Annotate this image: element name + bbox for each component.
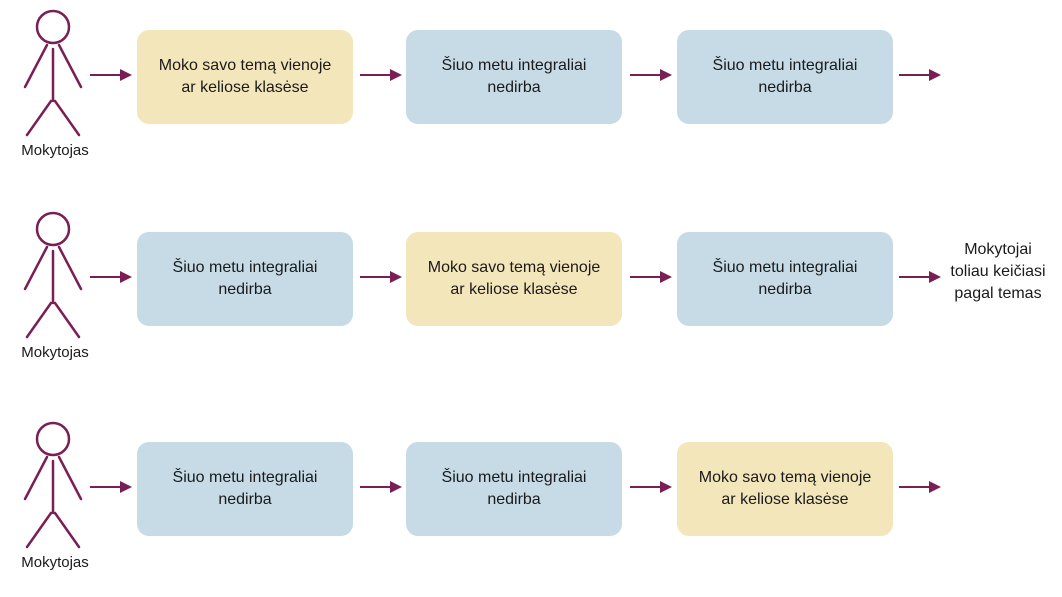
box-text-line: Šiuo metu integraliai bbox=[441, 469, 587, 486]
stick-figure-icon bbox=[23, 421, 83, 549]
arrow-icon bbox=[630, 271, 672, 283]
flow-box-idle: Šiuo metu integraliai nedirba bbox=[137, 442, 353, 536]
box-text-line: nedirba bbox=[758, 79, 812, 96]
box-text-line: Šiuo metu integraliai bbox=[172, 469, 318, 486]
box-text-line: nedirba bbox=[218, 281, 272, 298]
arrow-icon bbox=[360, 69, 402, 81]
box-text-line: Šiuo metu integraliai bbox=[441, 57, 587, 74]
box-text-line: nedirba bbox=[487, 79, 541, 96]
note-line: toliau keičiasi bbox=[950, 263, 1046, 280]
box-text-line: ar keliose klasėse bbox=[721, 491, 849, 508]
flow-box-active: Moko savo temą vienoje ar keliose klasės… bbox=[677, 442, 893, 536]
row-2: Mokytojas Šiuo metu integraliai nedirba … bbox=[0, 207, 1062, 387]
arrow-icon bbox=[899, 69, 941, 81]
flow-box-idle: Šiuo metu integraliai nedirba bbox=[406, 442, 622, 536]
row-1: Mokytojas Moko savo temą vienoje ar keli… bbox=[0, 5, 1062, 185]
arrow-icon bbox=[630, 69, 672, 81]
row-3: Mokytojas Šiuo metu integraliai nedirba … bbox=[0, 417, 1062, 597]
arrow-icon bbox=[630, 481, 672, 493]
flow-box-idle: Šiuo metu integraliai nedirba bbox=[137, 232, 353, 326]
arrow-icon bbox=[90, 69, 132, 81]
box-text-line: nedirba bbox=[218, 491, 272, 508]
box-text-line: Šiuo metu integraliai bbox=[172, 259, 318, 276]
box-text-line: nedirba bbox=[487, 491, 541, 508]
box-text-line: ar keliose klasėse bbox=[450, 281, 578, 298]
box-text-line: ar keliose klasėse bbox=[181, 79, 309, 96]
actor-label: Mokytojas bbox=[21, 344, 89, 361]
flow-box-active: Moko savo temą vienoje ar keliose klasės… bbox=[406, 232, 622, 326]
box-text-line: Moko savo temą vienoje bbox=[158, 57, 332, 74]
flow-box-active: Moko savo temą vienoje ar keliose klasės… bbox=[137, 30, 353, 124]
box-text-line: Moko savo temą vienoje bbox=[698, 469, 872, 486]
flow-box-idle: Šiuo metu integraliai nedirba bbox=[677, 30, 893, 124]
note-line: pagal temas bbox=[954, 285, 1042, 302]
arrow-icon bbox=[90, 271, 132, 283]
flow-box-idle: Šiuo metu integraliai nedirba bbox=[406, 30, 622, 124]
actor-label: Mokytojas bbox=[21, 142, 89, 159]
arrow-icon bbox=[360, 481, 402, 493]
stick-figure-icon bbox=[23, 9, 83, 137]
continuation-note: Mokytojai toliau keičiasi pagal temas bbox=[938, 239, 1058, 305]
box-text-line: nedirba bbox=[758, 281, 812, 298]
box-text-line: Šiuo metu integraliai bbox=[712, 259, 858, 276]
note-line: Mokytojai bbox=[964, 241, 1032, 258]
stick-figure-icon bbox=[23, 211, 83, 339]
arrow-icon bbox=[360, 271, 402, 283]
actor-label: Mokytojas bbox=[21, 554, 89, 571]
box-text-line: Moko savo temą vienoje bbox=[427, 259, 601, 276]
arrow-icon bbox=[90, 481, 132, 493]
flow-box-idle: Šiuo metu integraliai nedirba bbox=[677, 232, 893, 326]
arrow-icon bbox=[899, 481, 941, 493]
box-text-line: Šiuo metu integraliai bbox=[712, 57, 858, 74]
arrow-icon bbox=[899, 271, 941, 283]
